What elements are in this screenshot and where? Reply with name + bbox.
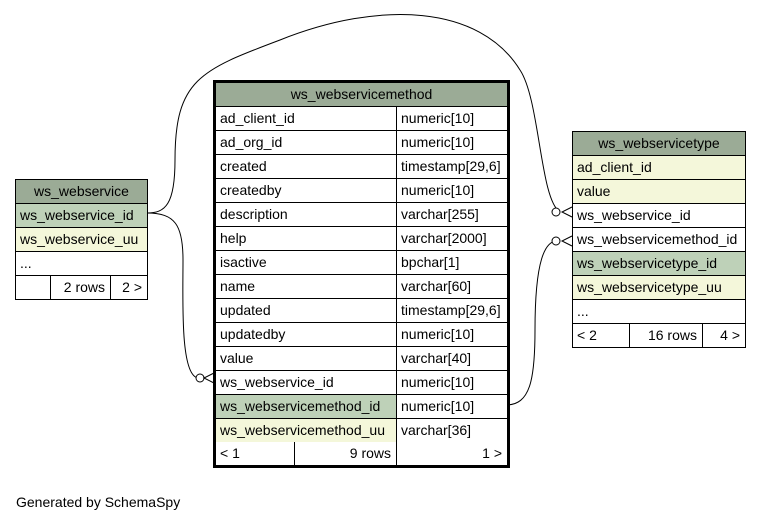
column-name: ws_webservicemethod_id [577, 231, 738, 247]
table-row: ... [16, 252, 147, 276]
table-title[interactable]: ws_webservicemethod [216, 83, 507, 107]
column-type: numeric[10] [396, 323, 507, 346]
column-name: ws_webservice_id [577, 207, 691, 223]
table-row-indexed: ws_webservice_uu [16, 228, 147, 252]
crowfoot [560, 206, 573, 218]
table-row-indexed: value [573, 180, 745, 204]
table-row: ad_client_id numeric[10] [216, 107, 507, 131]
column-type: varchar[60] [396, 275, 507, 298]
table-row-pk: ws_webservicetype_id [573, 252, 745, 276]
table-ws-webservicemethod[interactable]: ws_webservicemethod ad_client_id numeric[… [213, 80, 510, 468]
prev-link[interactable] [16, 276, 50, 299]
column-name: ... [577, 303, 589, 319]
edge-webservice-to-webservicemethod [146, 212, 199, 379]
table-footer: 2 rows 2 > [16, 276, 147, 299]
table-ws-webservicetype[interactable]: ws_webservicetype ad_client_id value ws_… [572, 131, 746, 348]
table-row: value varchar[40] [216, 347, 507, 371]
table-row-indexed: ws_webservicetype_uu [573, 276, 745, 300]
next-link[interactable]: 2 > [110, 276, 147, 299]
column-name: name [220, 278, 256, 294]
table-row: updated timestamp[29,6] [216, 299, 507, 323]
edge-end-circle [195, 373, 205, 383]
prev-link[interactable]: < 2 [577, 327, 597, 343]
column-name: isactive [220, 254, 267, 270]
table-title[interactable]: ws_webservice [16, 180, 147, 204]
prev-link[interactable]: < 1 [220, 445, 240, 461]
row-count: 9 rows [294, 442, 396, 465]
column-name: updatedby [220, 326, 286, 342]
table-ws-webservice[interactable]: ws_webservice ws_webservice_id ws_webser… [15, 179, 148, 300]
column-name: ws_webservice_id [220, 374, 334, 390]
next-link[interactable]: 4 > [702, 324, 745, 347]
table-footer: < 2 16 rows 4 > [573, 324, 745, 347]
column-name: updated [220, 302, 271, 318]
table-row: createdby numeric[10] [216, 179, 507, 203]
column-type: varchar[36] [396, 419, 507, 442]
column-name: value [577, 183, 611, 199]
column-type: numeric[10] [396, 179, 507, 202]
table-row-pk: ws_webservice_id [16, 204, 147, 228]
column-name: help [220, 230, 247, 246]
column-type: bpchar[1] [396, 251, 507, 274]
table-row: isactive bpchar[1] [216, 251, 507, 275]
table-row: updatedby numeric[10] [216, 323, 507, 347]
column-type: varchar[255] [396, 203, 507, 226]
table-row: name varchar[60] [216, 275, 507, 299]
column-name: ad_client_id [220, 110, 295, 126]
column-name: created [220, 158, 267, 174]
column-name: ws_webservicetype_id [577, 255, 718, 271]
table-row: ws_webservice_id numeric[10] [216, 371, 507, 395]
edge-end-circle [551, 236, 561, 246]
column-name: ad_client_id [577, 159, 652, 175]
table-row: ws_webservicemethod_id numeric[10] [216, 395, 507, 419]
column-name: ws_webservice_uu [20, 231, 139, 247]
column-type: timestamp[29,6] [396, 155, 507, 178]
column-name: ws_webservicetype_uu [577, 279, 722, 295]
column-name: ws_webservicemethod_id [220, 398, 381, 414]
table-row: description varchar[255] [216, 203, 507, 227]
table-footer: < 1 9 rows 1 > [216, 442, 507, 465]
row-count: 2 rows [50, 276, 110, 299]
table-row: help varchar[2000] [216, 227, 507, 251]
column-type: timestamp[29,6] [396, 299, 507, 322]
table-title[interactable]: ws_webservicetype [573, 132, 745, 156]
column-name: ad_org_id [220, 134, 283, 150]
column-type: varchar[40] [396, 347, 507, 370]
table-row: created timestamp[29,6] [216, 155, 507, 179]
column-type: numeric[10] [396, 371, 507, 394]
table-row: ad_org_id numeric[10] [216, 131, 507, 155]
table-row-indexed: ad_client_id [573, 156, 745, 180]
column-type: numeric[10] [396, 131, 507, 154]
table-row: ws_webservicemethod_id [573, 228, 745, 252]
column-type: numeric[10] [396, 107, 507, 130]
edge-end-circle [551, 207, 561, 217]
next-link[interactable]: 1 > [396, 442, 507, 465]
row-count: 16 rows [629, 324, 702, 347]
table-row: ws_webservice_id [573, 204, 745, 228]
column-name: ... [20, 255, 32, 271]
generated-by-credit: Generated by SchemaSpy [16, 494, 181, 510]
column-name: createdby [220, 182, 282, 198]
table-row: ... [573, 300, 745, 324]
edge-webservicemethod-to-webservicetype [505, 240, 559, 406]
column-name: value [220, 350, 254, 366]
column-name: ws_webservicemethod_uu [220, 422, 385, 438]
crowfoot [202, 372, 215, 384]
column-name: ws_webservice_id [20, 207, 134, 223]
edge-webservice-to-webservicetype [146, 14, 561, 214]
column-type: numeric[10] [396, 395, 507, 418]
column-type: varchar[2000] [396, 227, 507, 250]
table-row: ws_webservicemethod_uu varchar[36] [216, 419, 507, 442]
column-name: description [220, 206, 288, 222]
crowfoot [560, 235, 573, 247]
